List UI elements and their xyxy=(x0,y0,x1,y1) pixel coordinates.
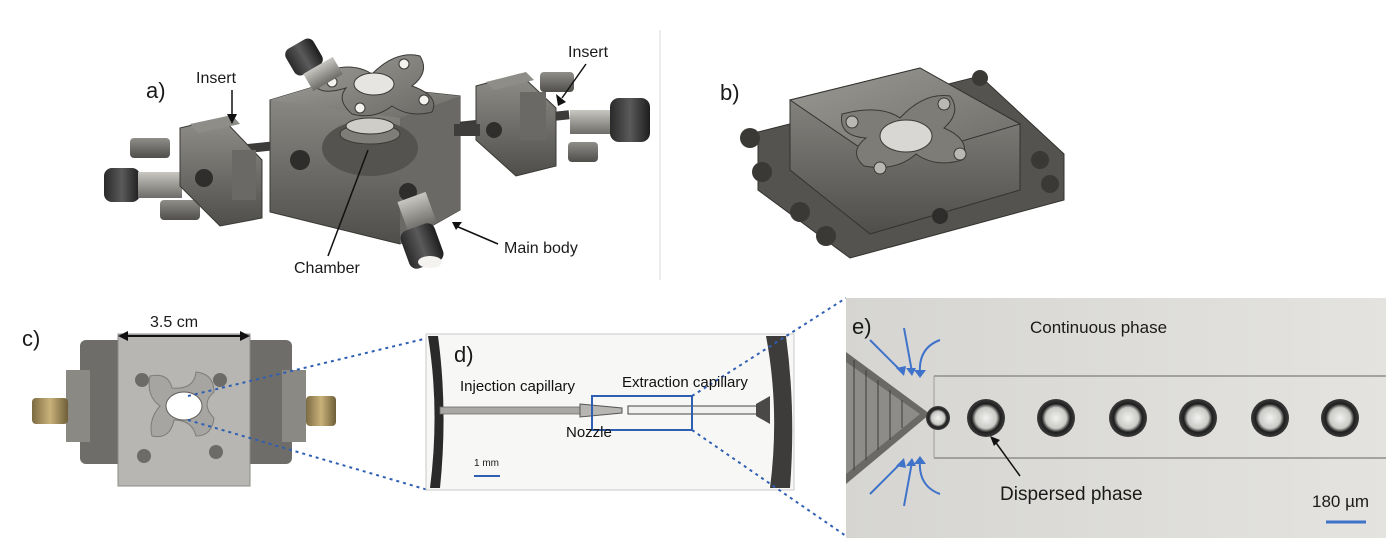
scale-label-e: 180 µm xyxy=(1312,492,1370,511)
panel-c-letter: c) xyxy=(22,326,41,351)
right-insert xyxy=(475,72,557,177)
scale-label-d: 1 mm xyxy=(474,458,499,469)
dimension-label: 3.5 cm xyxy=(150,314,199,331)
zoom-box xyxy=(591,395,693,431)
zoom-line-c-d-top xyxy=(187,337,429,397)
panel-e-micrograph xyxy=(846,298,1386,538)
callout-chamber: Chamber xyxy=(294,260,360,277)
left-insert xyxy=(179,115,263,227)
bottom-screw xyxy=(397,191,444,269)
panel-d-letter: d) xyxy=(454,342,474,367)
zoom-line-d-e-top xyxy=(691,297,847,397)
panel-c-photo xyxy=(32,331,336,487)
left-screws xyxy=(104,138,200,220)
label-extraction-capillary: Extraction capillary xyxy=(622,374,748,391)
panel-b-assembled-view xyxy=(740,67,1065,259)
label-continuous-phase: Continuous phase xyxy=(1030,318,1168,337)
callout-main-body: Main body xyxy=(504,240,578,257)
right-screws xyxy=(454,72,650,162)
panel-b-letter: b) xyxy=(720,80,740,105)
panel-a-exploded-view xyxy=(104,38,650,269)
panel-e-letter: e) xyxy=(852,314,872,339)
callout-insert-right: Insert xyxy=(568,44,609,61)
panel-a-letter: a) xyxy=(146,78,166,103)
top-screw xyxy=(285,38,343,92)
zoom-line-d-e-bottom xyxy=(691,429,847,537)
label-injection-capillary: Injection capillary xyxy=(460,378,576,395)
label-dispersed-phase: Dispersed phase xyxy=(1000,484,1143,505)
panel-d-capillary xyxy=(425,333,795,491)
top-clamp-plate xyxy=(313,54,435,117)
label-nozzle: Nozzle xyxy=(566,424,612,441)
callout-insert-left: Insert xyxy=(196,70,237,87)
